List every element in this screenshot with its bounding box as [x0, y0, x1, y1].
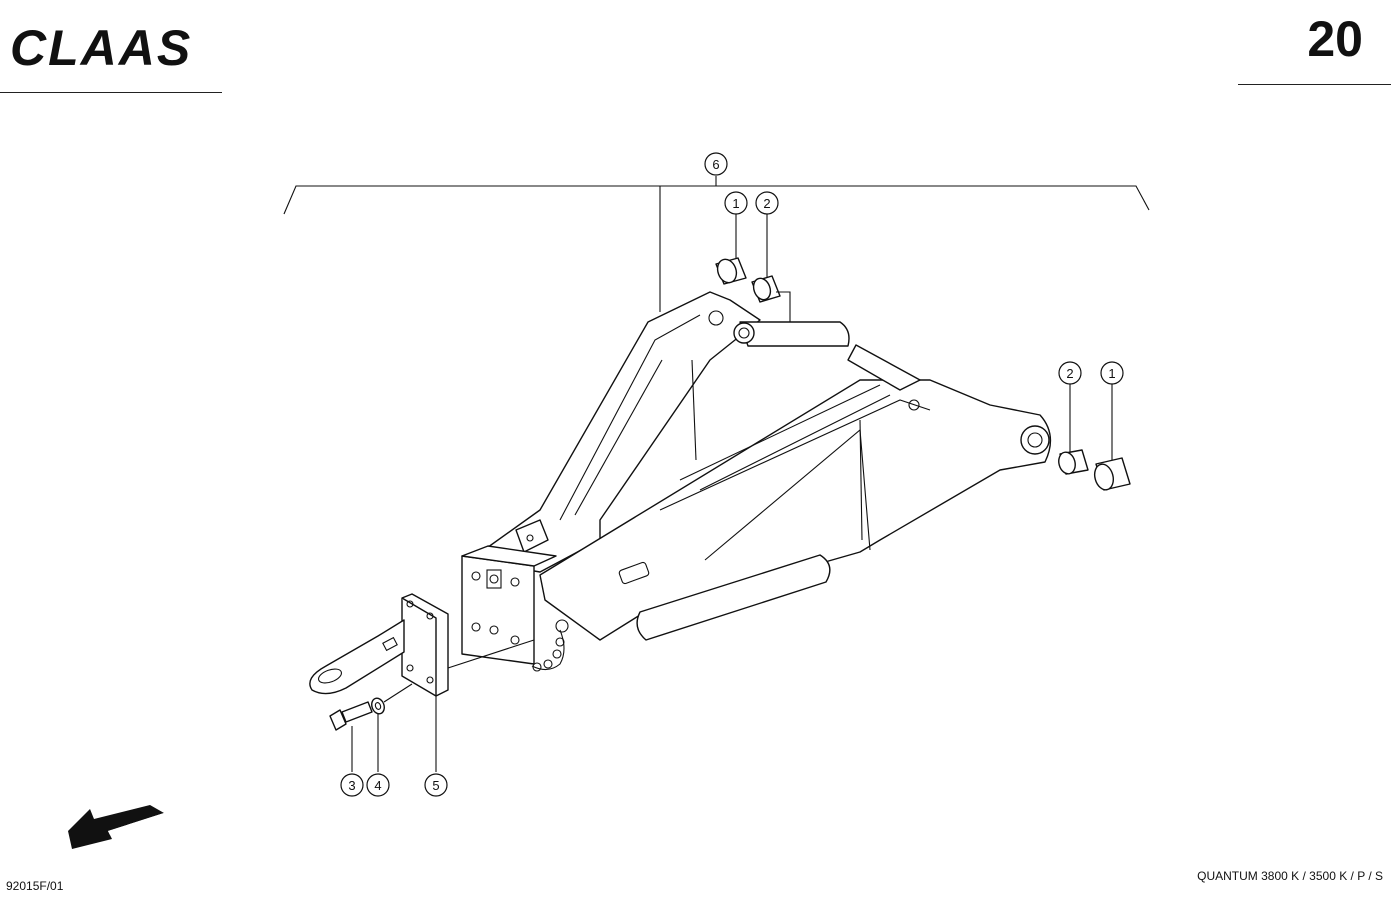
travel-direction-arrow-icon	[68, 805, 164, 849]
claas-logo-text: CLAAS	[10, 22, 192, 72]
bushing-right-2	[1058, 449, 1089, 475]
svg-text:1: 1	[732, 196, 739, 211]
header-rule-left	[0, 92, 222, 93]
callout-4: 4	[366, 773, 390, 797]
bushing-upper-2	[751, 275, 781, 303]
drawbar-frame	[461, 291, 1052, 672]
document-code: 92015F/01	[6, 879, 64, 893]
callout-6: 6	[704, 152, 728, 176]
bushing-upper-1	[715, 257, 747, 285]
claas-logo: CLAAS	[10, 22, 192, 72]
callout-2-upper: 2	[755, 191, 779, 215]
svg-text:6: 6	[712, 157, 719, 172]
washer-4	[371, 697, 385, 715]
bolt-3	[329, 701, 373, 731]
model-designation: QUANTUM 3800 K / 3500 K / P / S	[1197, 869, 1383, 883]
svg-text:3: 3	[348, 778, 355, 793]
svg-text:2: 2	[1066, 366, 1073, 381]
svg-text:1: 1	[1108, 366, 1115, 381]
callout-5: 5	[424, 773, 448, 797]
svg-text:4: 4	[374, 778, 381, 793]
svg-text:5: 5	[432, 778, 439, 793]
callout-2-right: 2	[1058, 361, 1082, 385]
callout-1-right: 1	[1100, 361, 1124, 385]
callout-3: 3	[340, 773, 364, 797]
bushing-right-1	[1093, 457, 1131, 491]
callout-1-upper: 1	[724, 191, 748, 215]
page-number: 20	[1307, 11, 1363, 67]
assembly-bracket-6	[283, 176, 1150, 312]
header-rule-right	[1238, 84, 1391, 85]
towing-eye-5	[309, 593, 449, 697]
svg-text:2: 2	[763, 196, 770, 211]
